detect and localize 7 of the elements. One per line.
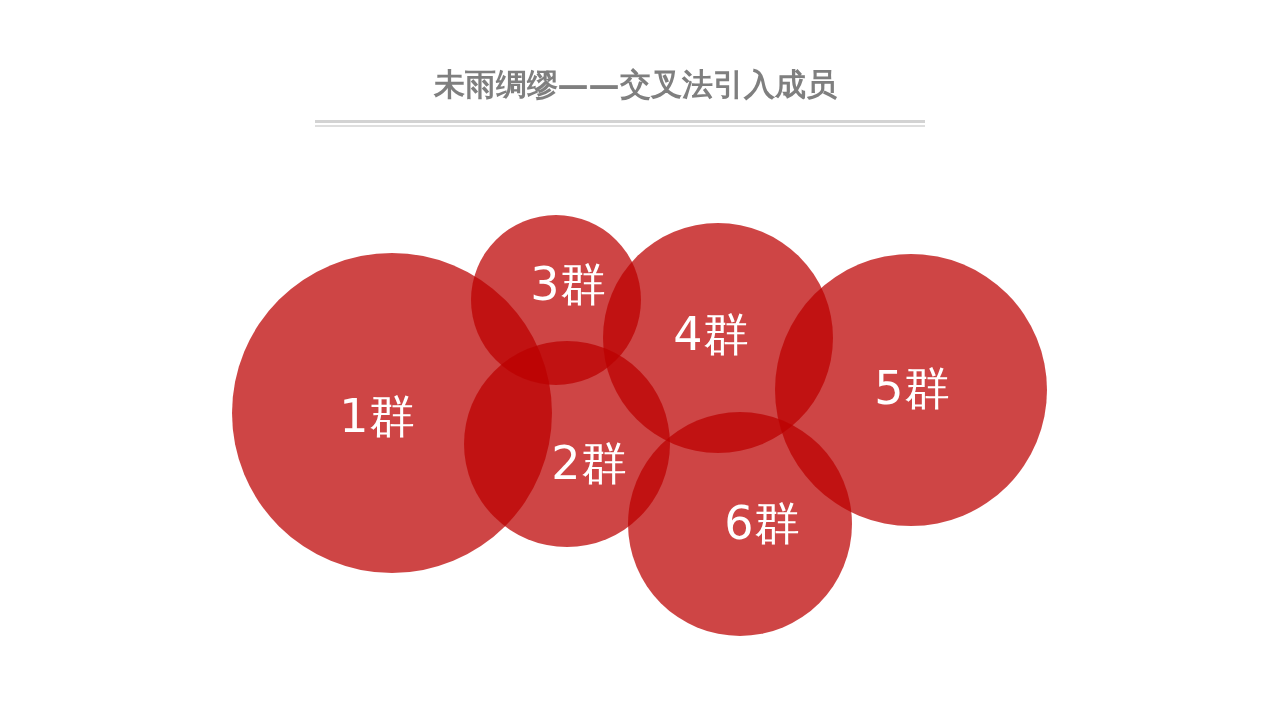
circle-label: 2群: [551, 438, 627, 488]
circle-label: 4群: [673, 309, 749, 359]
circle-label: 6群: [724, 498, 800, 548]
circle-label: 3群: [530, 259, 606, 309]
title: 未雨绸缪——交叉法引入成员: [432, 65, 838, 104]
circle-label: 1群: [339, 391, 415, 441]
circle-label: 5群: [874, 363, 950, 413]
